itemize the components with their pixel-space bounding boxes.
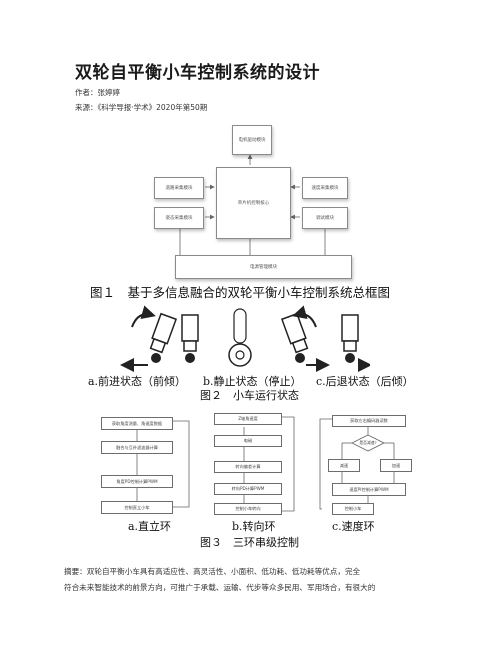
car-standing-2 [341, 314, 372, 372]
block-road-acquisition: 道路采集模块 [154, 177, 204, 199]
abstract-line-2: 符合未来智能技术的前景方向，可推广于承载、运输、代步等众多民用、军用场合，有很大… [64, 583, 376, 592]
figure-2-caption: 图２ 小车运行状态 [200, 389, 299, 402]
loop-a-step-3: 角度PD控制计算PWM [101, 475, 173, 488]
figure-2-car-states [110, 305, 372, 373]
figure-2-label-b: b.静止状态（停止） [203, 375, 302, 388]
loop-c-connectors [319, 418, 395, 510]
loop-c-accelerate: 加速 [380, 459, 412, 472]
figure-1-caption: 图１ 基于多信息融合的双轮平衡小车控制系统总框图 [90, 285, 391, 300]
block-power-management: 电源管理模块 [175, 255, 352, 279]
loop-a-step-2: 融合与互补滤波器计算 [101, 441, 173, 454]
figure-2-label-c: c.后退状态（后倾） [316, 375, 414, 388]
figure-2-label-a: a.前进状态（前倾） [88, 375, 187, 388]
figure-3-label-b: b.转向环 [232, 520, 276, 533]
car-standing-1 [181, 314, 199, 363]
figure-1-connectors [179, 154, 326, 255]
article-source: 来源：《科学导报·学术》2020年第50期 [75, 103, 208, 112]
block-motor-driver: 电机驱动模块 [232, 125, 272, 155]
loop-c-decelerate: 减速 [328, 459, 360, 472]
loop-b-step-1: Z轴角速度 [214, 413, 282, 425]
loop-a-connectors [136, 420, 190, 508]
car-backward-tilt [280, 305, 330, 372]
figure-3-label-c: c.速度环 [332, 520, 375, 533]
figure-3-label-a: a.直立环 [128, 520, 172, 533]
loop-c-step-pwm: 速度PI控制计算PWM [332, 483, 406, 496]
abstract-line-1: 摘要：双轮自平衡小车具有高适应性、高灵活性、小面积、低功耗、低功耗等优点，完全 [64, 567, 361, 576]
block-speed-acquisition: 速度采集模块 [302, 177, 348, 199]
loop-a-step-4: 控制直立小车 [101, 501, 173, 514]
block-debug: 调试模块 [302, 207, 348, 229]
loop-b-step-3: 转向偏差计算 [214, 461, 282, 473]
loop-b-step-5: 控制小车转向 [214, 503, 282, 515]
figure-3-caption: 图３ 三环串级控制 [200, 536, 299, 549]
article-author: 作者：张婷婷 [75, 88, 120, 97]
car-static-wheel [228, 308, 252, 367]
loop-b-step-4: 转向PD计算PWM [214, 483, 282, 495]
figure-3-loop-c: 获取左右编码器读数 是否减速? 减速 加速 速度PI控制计算PWM 控制小车 [318, 411, 422, 519]
figure-2-illustration [120, 305, 372, 372]
figure-3-loop-b: Z轴角速度 电磁 转向偏差计算 转向PD计算PWM 控制小车转向 [210, 411, 302, 519]
figure-1-block-diagram: 电机驱动模块 道路采集模块 姿态采集模块 单片机控制核心 速度采集模块 调试模块… [150, 115, 352, 285]
loop-c-step-1: 获取左右编码器读数 [332, 415, 406, 427]
block-mcu-core: 单片机控制核心 [216, 167, 291, 239]
figure-3-loop-a: 获取角度测量、角速度数据 融合与互补滤波器计算 角度PD控制计算PWM 控制直立… [97, 411, 197, 519]
loop-b-step-2: 电磁 [214, 435, 282, 447]
car-forward-tilt [120, 305, 178, 372]
loop-c-decision: 是否减速? [359, 440, 377, 445]
loop-a-step-1: 获取角度测量、角速度数据 [101, 417, 173, 430]
article-title: 双轮自平衡小车控制系统的设计 [75, 63, 320, 83]
block-attitude-acquisition: 姿态采集模块 [154, 207, 204, 229]
loop-c-step-control: 控制小车 [332, 503, 374, 515]
